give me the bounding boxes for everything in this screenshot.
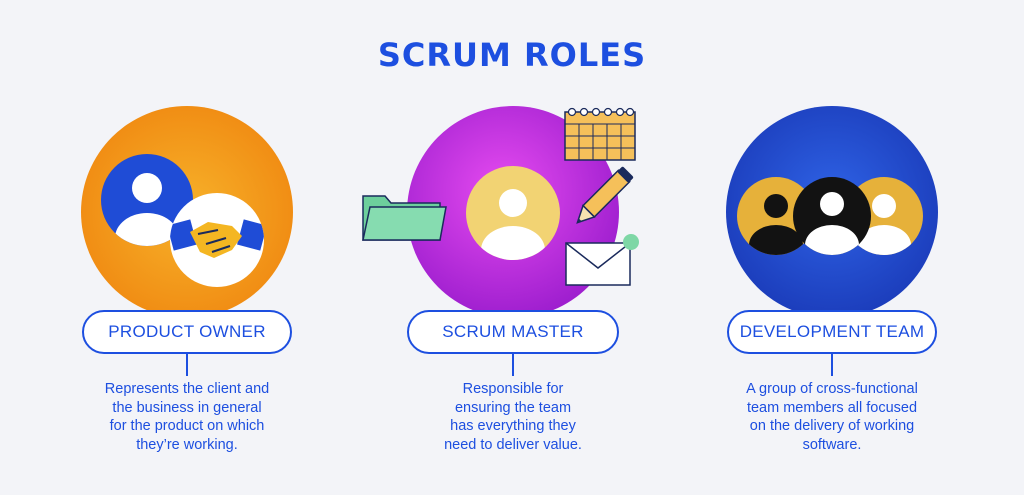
product-owner-label: PRODUCT OWNER: [82, 310, 292, 354]
scrum-master-description: Responsible for ensuring the team has ev…: [444, 381, 582, 453]
pencil-icon: [576, 166, 634, 224]
handshake-icon: [170, 193, 264, 287]
development-team-illustration: [726, 106, 938, 318]
scrum-master-label: SCRUM MASTER: [407, 310, 619, 354]
connector-line: [831, 354, 833, 376]
user-avatar-icon: [466, 166, 560, 260]
calendar-icon: [564, 107, 636, 161]
page-title: SCRUM ROLES: [377, 36, 647, 74]
product-owner-description: Represents the client and the business i…: [104, 381, 270, 453]
connector-line: [512, 354, 514, 376]
development-team-description: A group of cross-functional team members…: [746, 381, 918, 453]
development-team-label: DEVELOPMENT TEAM: [727, 310, 937, 354]
envelope-icon: [565, 234, 639, 286]
product-owner-illustration: [81, 106, 293, 318]
folder-icon: [362, 195, 447, 241]
user-avatar-icon: [101, 154, 193, 246]
connector-line: [186, 354, 188, 376]
team-group-icon: [737, 177, 923, 255]
scrum-master-illustration: [362, 106, 639, 318]
